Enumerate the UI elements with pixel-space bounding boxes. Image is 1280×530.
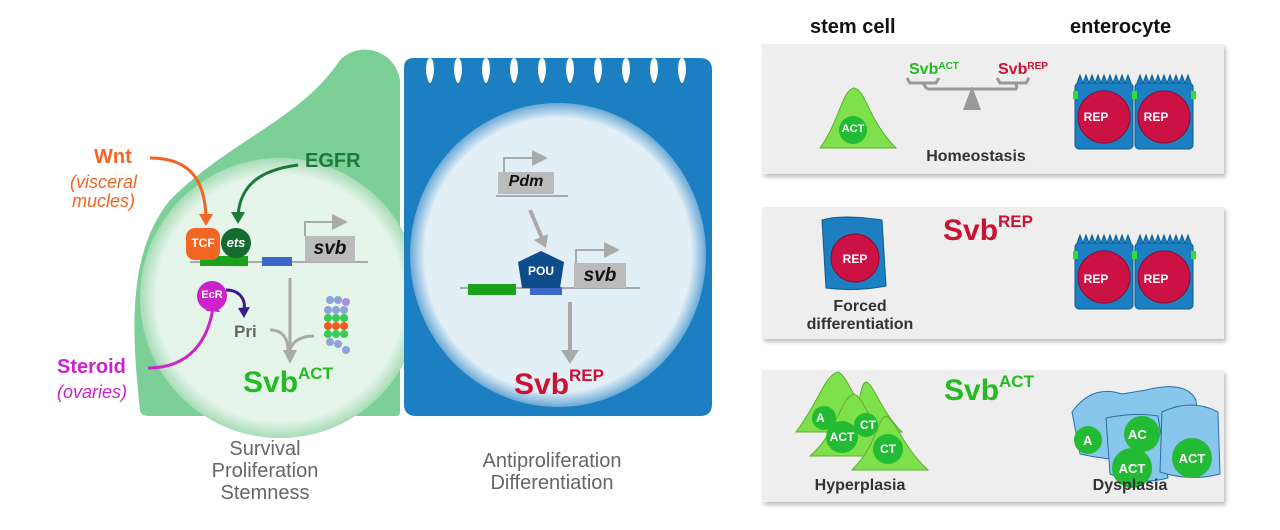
peptide-icon [324,296,350,354]
enterocyte-caption: Antiproliferation Differentiation [482,450,622,494]
ent-nucleus-label-1a: REP [1083,110,1109,124]
hyper-nucleus-label-c: ACT [829,430,855,444]
scale-svb-rep: SvbREP [998,61,1048,78]
stem-nucleus-label-1: ACT [841,123,865,135]
pdm-gene-box [498,172,554,194]
dysp-nucleus-label-d: ACT [1178,451,1206,466]
pou-label: POU [527,264,554,278]
svb-gene-box-2 [574,263,626,288]
stem-nucleus-label-2: REP [842,252,868,266]
tcf-factor [186,228,220,260]
balance-scale-icon [905,77,1031,91]
right-panels-graphics [795,74,1221,488]
svb-rep-output: SvbREP [514,366,604,401]
stem-act-nucleus [839,116,867,144]
svb-gene-label-2: svb [583,265,617,286]
hyperplasia-label: Hyperplasia [814,477,906,494]
hyper-nucleus-label-a: A [816,411,825,425]
dysplasia-label: Dysplasia [1092,477,1168,494]
enhancer-blue-2 [530,287,562,295]
cell-schematic [134,49,712,438]
enterocyte-nucleus [410,103,706,407]
pdm-gene-label: Pdm [508,173,544,190]
wnt-label: Wnt [94,146,132,168]
ent-nucleus-label-2a: REP [1083,272,1109,286]
hyper-nucleus-label-d: CT [880,442,896,456]
wnt-arrow [149,156,208,219]
tcf-label: TCF [191,236,215,250]
ecr-label: EcR [201,289,223,301]
enhancer-blue [262,257,292,266]
wnt-source-line1: (visceral [70,172,138,192]
svb-act-title: SvbACT [944,372,1034,407]
ent-nucleus-label-2b: REP [1143,272,1169,286]
pri-label: Pri [234,322,257,341]
egfr-arrow [236,163,299,217]
header-enterocyte: enterocyte [1070,16,1172,38]
steroid-arrow [147,307,215,370]
header-stem-cell: stem cell [810,16,896,38]
forced-differentiation-label: Forced differentiation [806,298,914,333]
ets-factor [221,228,251,258]
svb-rep-title: SvbREP [943,212,1033,247]
steroid-label: Steroid [57,356,126,378]
pou-factor [518,251,564,288]
scale-svb-act: SvbACT [909,61,959,78]
homeostasis-label: Homeostasis [926,148,1026,165]
wnt-source-line2: mucles) [72,191,136,211]
microvilli [426,58,686,83]
ent-nucleus-label-1b: REP [1143,110,1169,124]
enhancer-green [200,256,248,266]
dysp-nucleus-label-b: AC [1128,427,1147,442]
svb-gene-label: svb [313,238,347,259]
enhancer-green-2 [468,284,516,295]
svb-act-output: SvbACT [243,364,333,399]
ets-label: ets [226,235,246,250]
dysp-nucleus-label-c: ACT [1118,461,1146,476]
hyper-nucleus-label-b: CT [860,418,876,432]
stem-caption: Survival Proliferation Stemness [211,438,319,504]
ecr-factor [197,281,227,311]
dysp-nucleus-label-a: A [1083,433,1093,448]
stem-rep-nucleus [830,233,880,283]
steroid-source: (ovaries) [57,382,128,402]
egfr-label: EGFR [305,150,361,172]
svb-gene-box [305,236,355,262]
